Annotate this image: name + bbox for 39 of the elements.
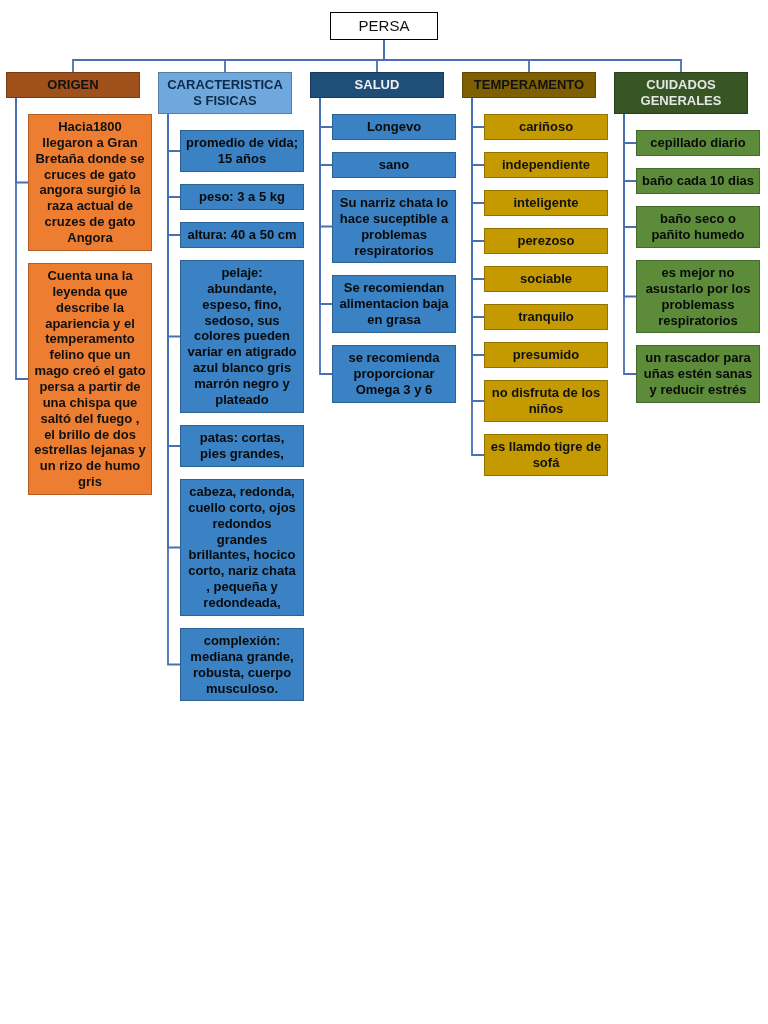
- connector-line: [623, 113, 637, 375]
- category-box: ORIGEN: [6, 72, 140, 98]
- note-box: un rascador para uñas estén sanas y reducir estrés: [636, 345, 760, 403]
- note-box: no disfruta de los niños: [484, 380, 608, 422]
- note-box: independiente: [484, 152, 608, 178]
- note-box: cariñoso: [484, 114, 608, 140]
- note-box: tranquilo: [484, 304, 608, 330]
- note-box: altura: 40 a 50 cm: [180, 222, 304, 248]
- connector-line: [15, 97, 29, 380]
- note-box: presumido: [484, 342, 608, 368]
- connector-line: [319, 97, 333, 375]
- note-box: Se recomiendan alimentacion baja en grasa: [332, 275, 456, 333]
- note-box: inteligente: [484, 190, 608, 216]
- note-box: perezoso: [484, 228, 608, 254]
- category-box: CUIDADOS GENERALES: [614, 72, 748, 114]
- note-box: es llamdo tigre de sofá: [484, 434, 608, 476]
- note-box: sociable: [484, 266, 608, 292]
- category-box: TEMPERAMENTO: [462, 72, 596, 98]
- note-box: promedio de vida; 15 años: [180, 130, 304, 172]
- note-box: cabeza, redonda, cuello corto, ojos redondos grandes brillantes, hocico corto, nariz chata , pequeña y redondeada,: [180, 479, 304, 616]
- note-box: peso: 3 a 5 kg: [180, 184, 304, 210]
- connector-line: [471, 97, 485, 456]
- note-box: Hacia1800 llegaron a Gran Bretaña donde se cruces de gato angora surgió la raza actual de cruzes de gato Angora: [28, 114, 152, 251]
- note-box: complexión: mediana grande, robusta, cuerpo musculoso.: [180, 628, 304, 702]
- note-box: es mejor no asustarlo por los problemass respiratorios: [636, 260, 760, 334]
- note-box: baño seco o pañito humedo: [636, 206, 760, 248]
- note-box: sano: [332, 152, 456, 178]
- category-box: CARACTERISTICAS FISICAS: [158, 72, 292, 114]
- note-box: patas: cortas, pies grandes,: [180, 425, 304, 467]
- note-box: baño cada 10 dias: [636, 168, 760, 194]
- note-box: se recomienda proporcionar Omega 3 y 6: [332, 345, 456, 403]
- category-box: SALUD: [310, 72, 444, 98]
- topic-box: PERSA: [330, 12, 438, 41]
- note-box: Su narriz chata lo hace suceptible a problemas respiratorios: [332, 190, 456, 264]
- note-box: cepillado diario: [636, 130, 760, 156]
- connector-line: [383, 39, 682, 73]
- note-box: Longevo: [332, 114, 456, 140]
- note-box: pelaje: abundante, espeso, fino, sedoso, sus colores pueden variar en atigrado azul blanco gris marrón negro y plateado: [180, 260, 304, 413]
- note-box: Cuenta una la leyenda que describe la apariencia y el temperamento felino que un mago creó el gato persa a partir de una chispa que saltó del fuego , el brillo de dos estrellas lejanas y un rizo de humo gris: [28, 263, 152, 496]
